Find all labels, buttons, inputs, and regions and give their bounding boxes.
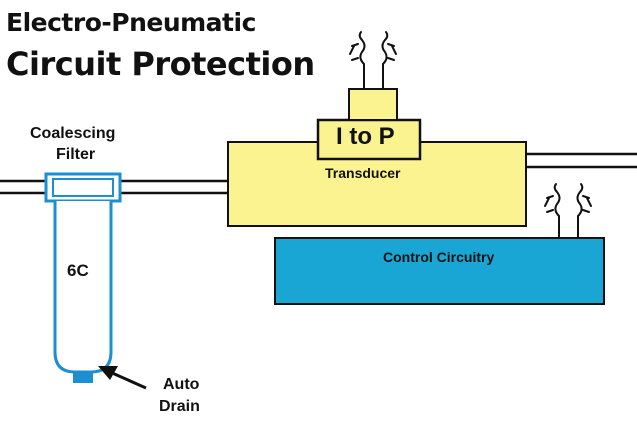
auto-drain-label-line2: Drain — [159, 398, 200, 415]
auto-drain-arrow — [98, 366, 147, 390]
wire-pair-control-icon — [544, 183, 592, 239]
terminal-box — [348, 88, 398, 121]
filter-label-line2: Filter — [56, 146, 96, 163]
filter-head-inner — [52, 178, 114, 197]
air-line-right — [526, 152, 637, 169]
i-to-p-label: I to P — [336, 123, 395, 150]
auto-drain-valve — [73, 372, 93, 383]
coalescing-filter — [44, 172, 122, 383]
auto-drain-label-line1: Auto — [163, 376, 200, 393]
filter-grade-label: 6C — [67, 261, 89, 280]
control-circuitry-box — [274, 237, 605, 305]
air-line-left — [0, 179, 46, 195]
filter-bowl — [53, 201, 113, 374]
transducer-label: Transducer — [325, 165, 401, 181]
control-circuitry-label: Control Circuitry — [383, 249, 495, 265]
page-title-line2: Circuit Protection — [6, 45, 315, 83]
wire-pair-transducer-icon — [349, 31, 397, 90]
page-title-line1: Electro-Pneumatic — [6, 8, 256, 37]
air-line-middle — [120, 179, 228, 195]
filter-label-line1: Coalescing — [30, 125, 116, 142]
